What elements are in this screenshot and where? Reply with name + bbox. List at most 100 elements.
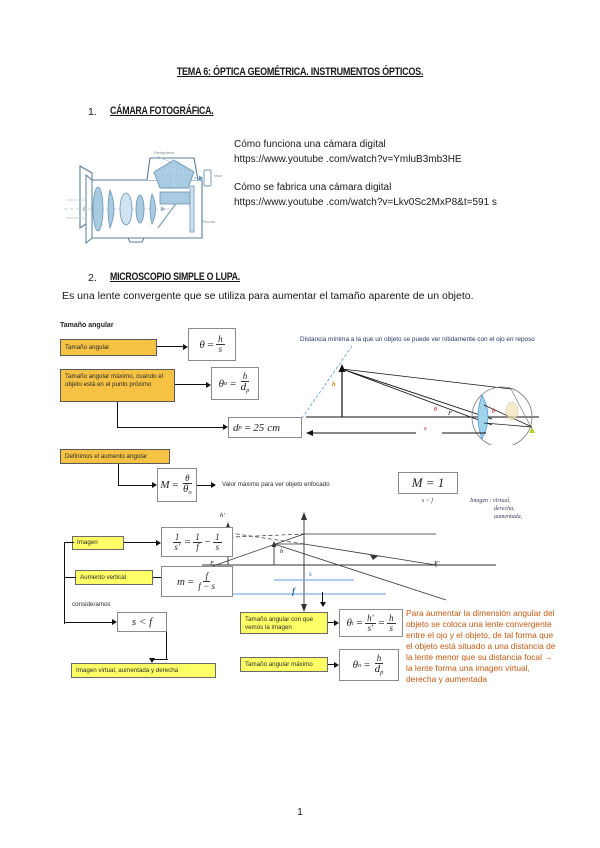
section-1-title: CÁMARA FOTOGRÁFICA. [110,105,214,117]
formula-M-den: θ [182,482,189,495]
formula-theta-i-eq2: = [377,617,386,629]
formula-lens-lhs-num: 1 [172,531,182,543]
formula-theta-hs-den: s [218,344,223,354]
formula-theta0-densub: p [246,387,250,395]
formula-theta-hs-lhs: θ [199,338,205,351]
formula-lens-t2: 1 s [213,532,222,552]
formula-theta0-den-wrap: dp [239,382,252,395]
formula-theta0-eq: = [229,377,237,390]
video-url-2[interactable]: https://www.youtube .com/watch?v=Lkv0Sc2… [234,197,497,208]
formula-lens-t1: 1 f [193,532,202,552]
formula-theta-hs-eq: = [206,338,215,351]
formula-theta-o-2-num: h [374,652,384,664]
formula-theta-i-lhs: θ [346,617,352,629]
formula-M-den-wrap: θo [181,482,194,497]
eye-diagram-label-h: h [332,381,336,388]
left-rail-top [64,542,74,544]
connector-4-h [118,485,154,487]
video-url-1[interactable]: https://www.youtube .com/watch?v=YmluB3m… [234,154,462,165]
connector-3-arrow [223,424,228,430]
formula-dp-lhs: d [233,421,239,434]
formula-theta-o-2-sub: o [357,661,362,669]
eye-diagram-label-theta: θ [434,407,437,413]
video-caption-2: Cómo se fabrica una cámara digital [234,182,392,193]
connector-9 [328,622,336,624]
camera-diagram: Pentaprisma Visor Película [62,128,237,248]
box-tamano-angular-imagen: Tamaño angular con que vemos la imagen [240,612,328,634]
eye-diagram: h s θ θ F [296,355,546,445]
left-rail-arrow [112,619,117,625]
formula-aumento-eq: = [186,575,195,588]
section-2-number: 2. [88,272,97,284]
formula-theta0-den: d [240,381,247,394]
section-2-title: MICROSCOPIO SIMPLE O LUPA. [110,271,241,283]
right-flow-vline [322,592,324,604]
formula-M: M = θ θo [157,468,197,502]
connector-2-arrow [206,382,211,388]
box-s-less-f: s < f [117,612,167,632]
formula-theta-o-2-den: d [374,662,381,675]
formula-M-lhs: M [160,479,170,491]
camera-label-pentaprisma: Pentaprisma [154,151,175,155]
connector-4-v [118,464,120,486]
lens-diagram-note-derecha: derecha, [494,506,515,512]
camera-label-visor: Visor [214,174,223,178]
formula-theta0-num: h [240,371,250,383]
box-tamano-angular-maximo-2: Tamaño angular máximo [240,657,328,672]
formula-theta-i-n2: h [387,612,396,624]
box-tamano-angular-maximo-2-label: Tamaño angular máximo [245,660,313,668]
video-link-2: Cómo se fabrica una cámara digital https… [234,180,497,210]
connector-8-h [152,659,168,661]
formula-M-densub: o [188,488,192,496]
box-imagen: Imagen [72,536,124,550]
formula-lens-equation: 1 s' = 1 f − 1 s [161,527,233,557]
connector-3-v [117,402,119,428]
label-consideramos: consideramos [72,601,111,608]
lens-diagram-note-imagen: Imagen : virtual, [470,498,511,504]
box-tamano-angular-imagen-label: Tamaño angular con que vemos la imagen [245,616,314,631]
formula-theta-o-2-den-wrap: dp [373,662,386,677]
formula-theta-o-2-densub: p [380,668,384,676]
right-flow-arrow-down [320,602,326,607]
formula-theta-i-eq: = [355,617,364,629]
connector-3-h [117,427,225,429]
left-rail-mid [64,577,76,579]
box-aumento-vertical-label: Aumento vertical [80,573,127,581]
connector-2 [175,384,208,386]
box-definimos-aumento-angular: Definimos el aumento angular [60,449,170,464]
chart-heading: Tamaño angular [60,322,114,329]
formula-theta-hs-num: h [216,334,225,345]
formula-dp-unit: cm [267,421,281,434]
lens-ray-diagram: h' s' h s f F F' [196,508,556,613]
box-aumento-vertical: Aumento vertical [75,570,153,585]
connector-8-v [166,632,168,660]
formula-M-eq: = [171,479,179,491]
connector-10 [328,664,336,666]
note-valor-maximo: Valor máximo para ver objeto enfocado [222,481,330,488]
formula-M-frac: θ θo [181,473,194,497]
formula-theta-o-2-eq: = [363,659,371,671]
section-1-number: 1. [88,106,97,118]
connector-1 [157,346,185,348]
box-definimos-aumento-angular-label: Definimos el aumento angular [65,452,148,460]
lens-diagram-label-h: h [280,548,284,555]
left-rail [64,542,66,624]
formula-lens-t1-den: f [196,541,199,552]
formula-theta0-lhs: θ [218,377,224,390]
page-title: TEMA 6: ÓPTICA GEOMÉTRICA. INSTRUMENTOS … [176,66,424,78]
connector-4-arrow [152,482,157,488]
box-imagen-virtual-result: Imagen virtual, aumentada y derecha [71,663,216,678]
eye-diagram-label-theta-2: θ [492,409,495,415]
paragraph-aumentar-dimension-angular: Para aumentar la dimensión angular del o… [406,608,556,684]
connector-9-arrow [334,620,339,626]
video-caption-1: Cómo funciona una cámara digital [234,139,386,150]
formula-aumento-vertical: m = f f − s [161,566,233,597]
formula-dp-eq: = [243,421,252,434]
video-link-1: Cómo funciona una cámara digital https:/… [234,137,462,167]
formula-theta-i-n1: h' [365,612,376,624]
box-imagen-virtual-result-label: Imagen virtual, aumentada y derecha [76,666,179,674]
